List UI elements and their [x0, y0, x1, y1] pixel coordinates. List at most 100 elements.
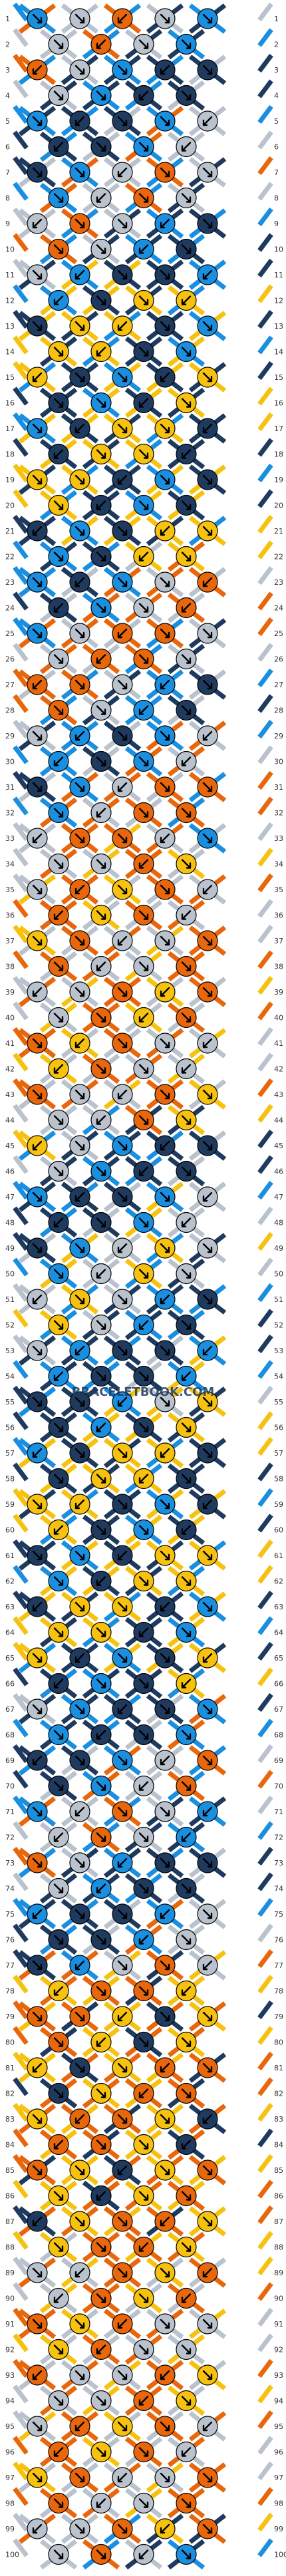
arrow-down-right-icon: [74, 474, 85, 485]
arrow-down-right-icon: [74, 1294, 85, 1305]
knot: [18, 2104, 57, 2134]
edge-thread: [13, 1744, 29, 1764]
arrow-down-right-icon: [138, 500, 149, 510]
arrow-down-left-icon: [160, 372, 170, 383]
arrow-down-right-icon: [53, 859, 64, 869]
edge-thread: [13, 1795, 29, 1815]
row-number-right: 86: [274, 2192, 283, 2201]
arrow-down-left-icon: [138, 398, 149, 408]
edge-thread: [13, 2000, 29, 2020]
arrow-down-right-icon: [117, 1653, 128, 1663]
arrow-down-left-icon: [138, 244, 149, 254]
knot: [167, 336, 206, 367]
edge-thread: [13, 2410, 29, 2430]
edge-thread: [13, 514, 29, 534]
arrow-down-right-icon: [117, 1038, 128, 1048]
arrow-down-right-icon: [96, 1217, 106, 1227]
arrow-down-left-icon: [160, 2062, 170, 2073]
knot: [188, 2309, 227, 2339]
edge-thread: [13, 489, 29, 508]
knot: [188, 2206, 227, 2237]
knot: [61, 55, 99, 85]
arrow-down-left-icon: [138, 705, 149, 715]
knot: [39, 29, 78, 60]
edge-thread: [257, 1795, 273, 1815]
arrow-down-left-icon: [138, 1320, 149, 1330]
edge-thread: [257, 950, 273, 969]
edge-thread: [13, 2128, 29, 2148]
row-number-left: 92: [5, 2346, 15, 2354]
knot: [61, 1694, 99, 1724]
knot: [61, 2411, 99, 2442]
edge-thread: [257, 796, 273, 816]
knot: [39, 387, 78, 418]
row-number-right: 90: [274, 2295, 283, 2303]
arrow-down-left-icon: [53, 603, 64, 613]
knot: [167, 1002, 206, 1033]
row-number-left: 27: [5, 681, 15, 689]
knot: [188, 1848, 227, 1878]
knot: [18, 3, 57, 34]
row-number-right: 22: [274, 553, 283, 562]
knot: [188, 1284, 227, 1315]
arrow-down-right-icon: [202, 1294, 213, 1305]
row-number-right: 31: [274, 783, 283, 792]
row-number-right: 57: [274, 1449, 283, 1458]
edge-thread: [257, 2410, 273, 2430]
arrow-down-right-icon: [181, 2498, 192, 2508]
knot: [188, 1130, 227, 1161]
edge-thread: [13, 335, 29, 355]
arrow-down-left-icon: [53, 295, 64, 305]
arrow-down-right-icon: [32, 884, 43, 895]
row-number-left: 31: [5, 783, 15, 792]
arrow-down-right-icon: [74, 1755, 85, 1766]
knot: [146, 1796, 184, 1827]
arrow-down-left-icon: [117, 321, 128, 331]
knot: [124, 2180, 163, 2211]
knot: [188, 1591, 227, 1622]
knot: [167, 1156, 206, 1187]
arrow-down-right-icon: [181, 1730, 192, 1740]
knot: [82, 1770, 120, 1802]
arrow-down-left-icon: [160, 1755, 170, 1766]
arrow-down-left-icon: [138, 1935, 149, 1945]
knot: [188, 874, 227, 905]
arrow-down-right-icon: [117, 2523, 128, 2534]
arrow-down-left-icon: [96, 2037, 106, 2047]
arrow-down-left-icon: [181, 449, 192, 459]
knot: [146, 1899, 184, 1929]
knot: [39, 1975, 78, 2007]
knot: [82, 336, 120, 367]
edge-thread: [13, 1897, 29, 1917]
arrow-down-right-icon: [202, 2011, 213, 2022]
knot: [61, 772, 99, 802]
knot: [167, 1463, 206, 1494]
knot: [61, 1643, 99, 1673]
row-number-left: 72: [5, 1834, 15, 1842]
arrow-down-left-icon: [202, 577, 213, 587]
knot: [167, 2078, 206, 2109]
arrow-down-right-icon: [138, 1371, 149, 1381]
arrow-down-right-icon: [160, 269, 170, 280]
arrow-down-right-icon: [202, 987, 213, 997]
knot: [146, 1694, 184, 1724]
row-number-right: 84: [274, 2141, 283, 2150]
arrow-down-right-icon: [53, 808, 64, 818]
knot: [167, 2539, 206, 2570]
knot: [82, 1361, 120, 1392]
edge-thread: [257, 1539, 273, 1559]
row-number-left: 41: [5, 1039, 15, 1048]
knot: [18, 567, 57, 597]
row-number-left: 12: [5, 297, 15, 305]
edge-thread: [13, 719, 29, 739]
arrow-down-left-icon: [160, 987, 170, 997]
arrow-down-right-icon: [160, 321, 170, 331]
arrow-down-right-icon: [32, 1806, 43, 1817]
edge-thread: [257, 1129, 273, 1149]
knot: [188, 925, 227, 956]
knot: [18, 1489, 57, 1520]
arrow-down-right-icon: [138, 2293, 149, 2303]
arrow-down-left-icon: [96, 1269, 106, 1279]
knot: [146, 1284, 184, 1315]
edge-thread: [13, 1436, 29, 1456]
